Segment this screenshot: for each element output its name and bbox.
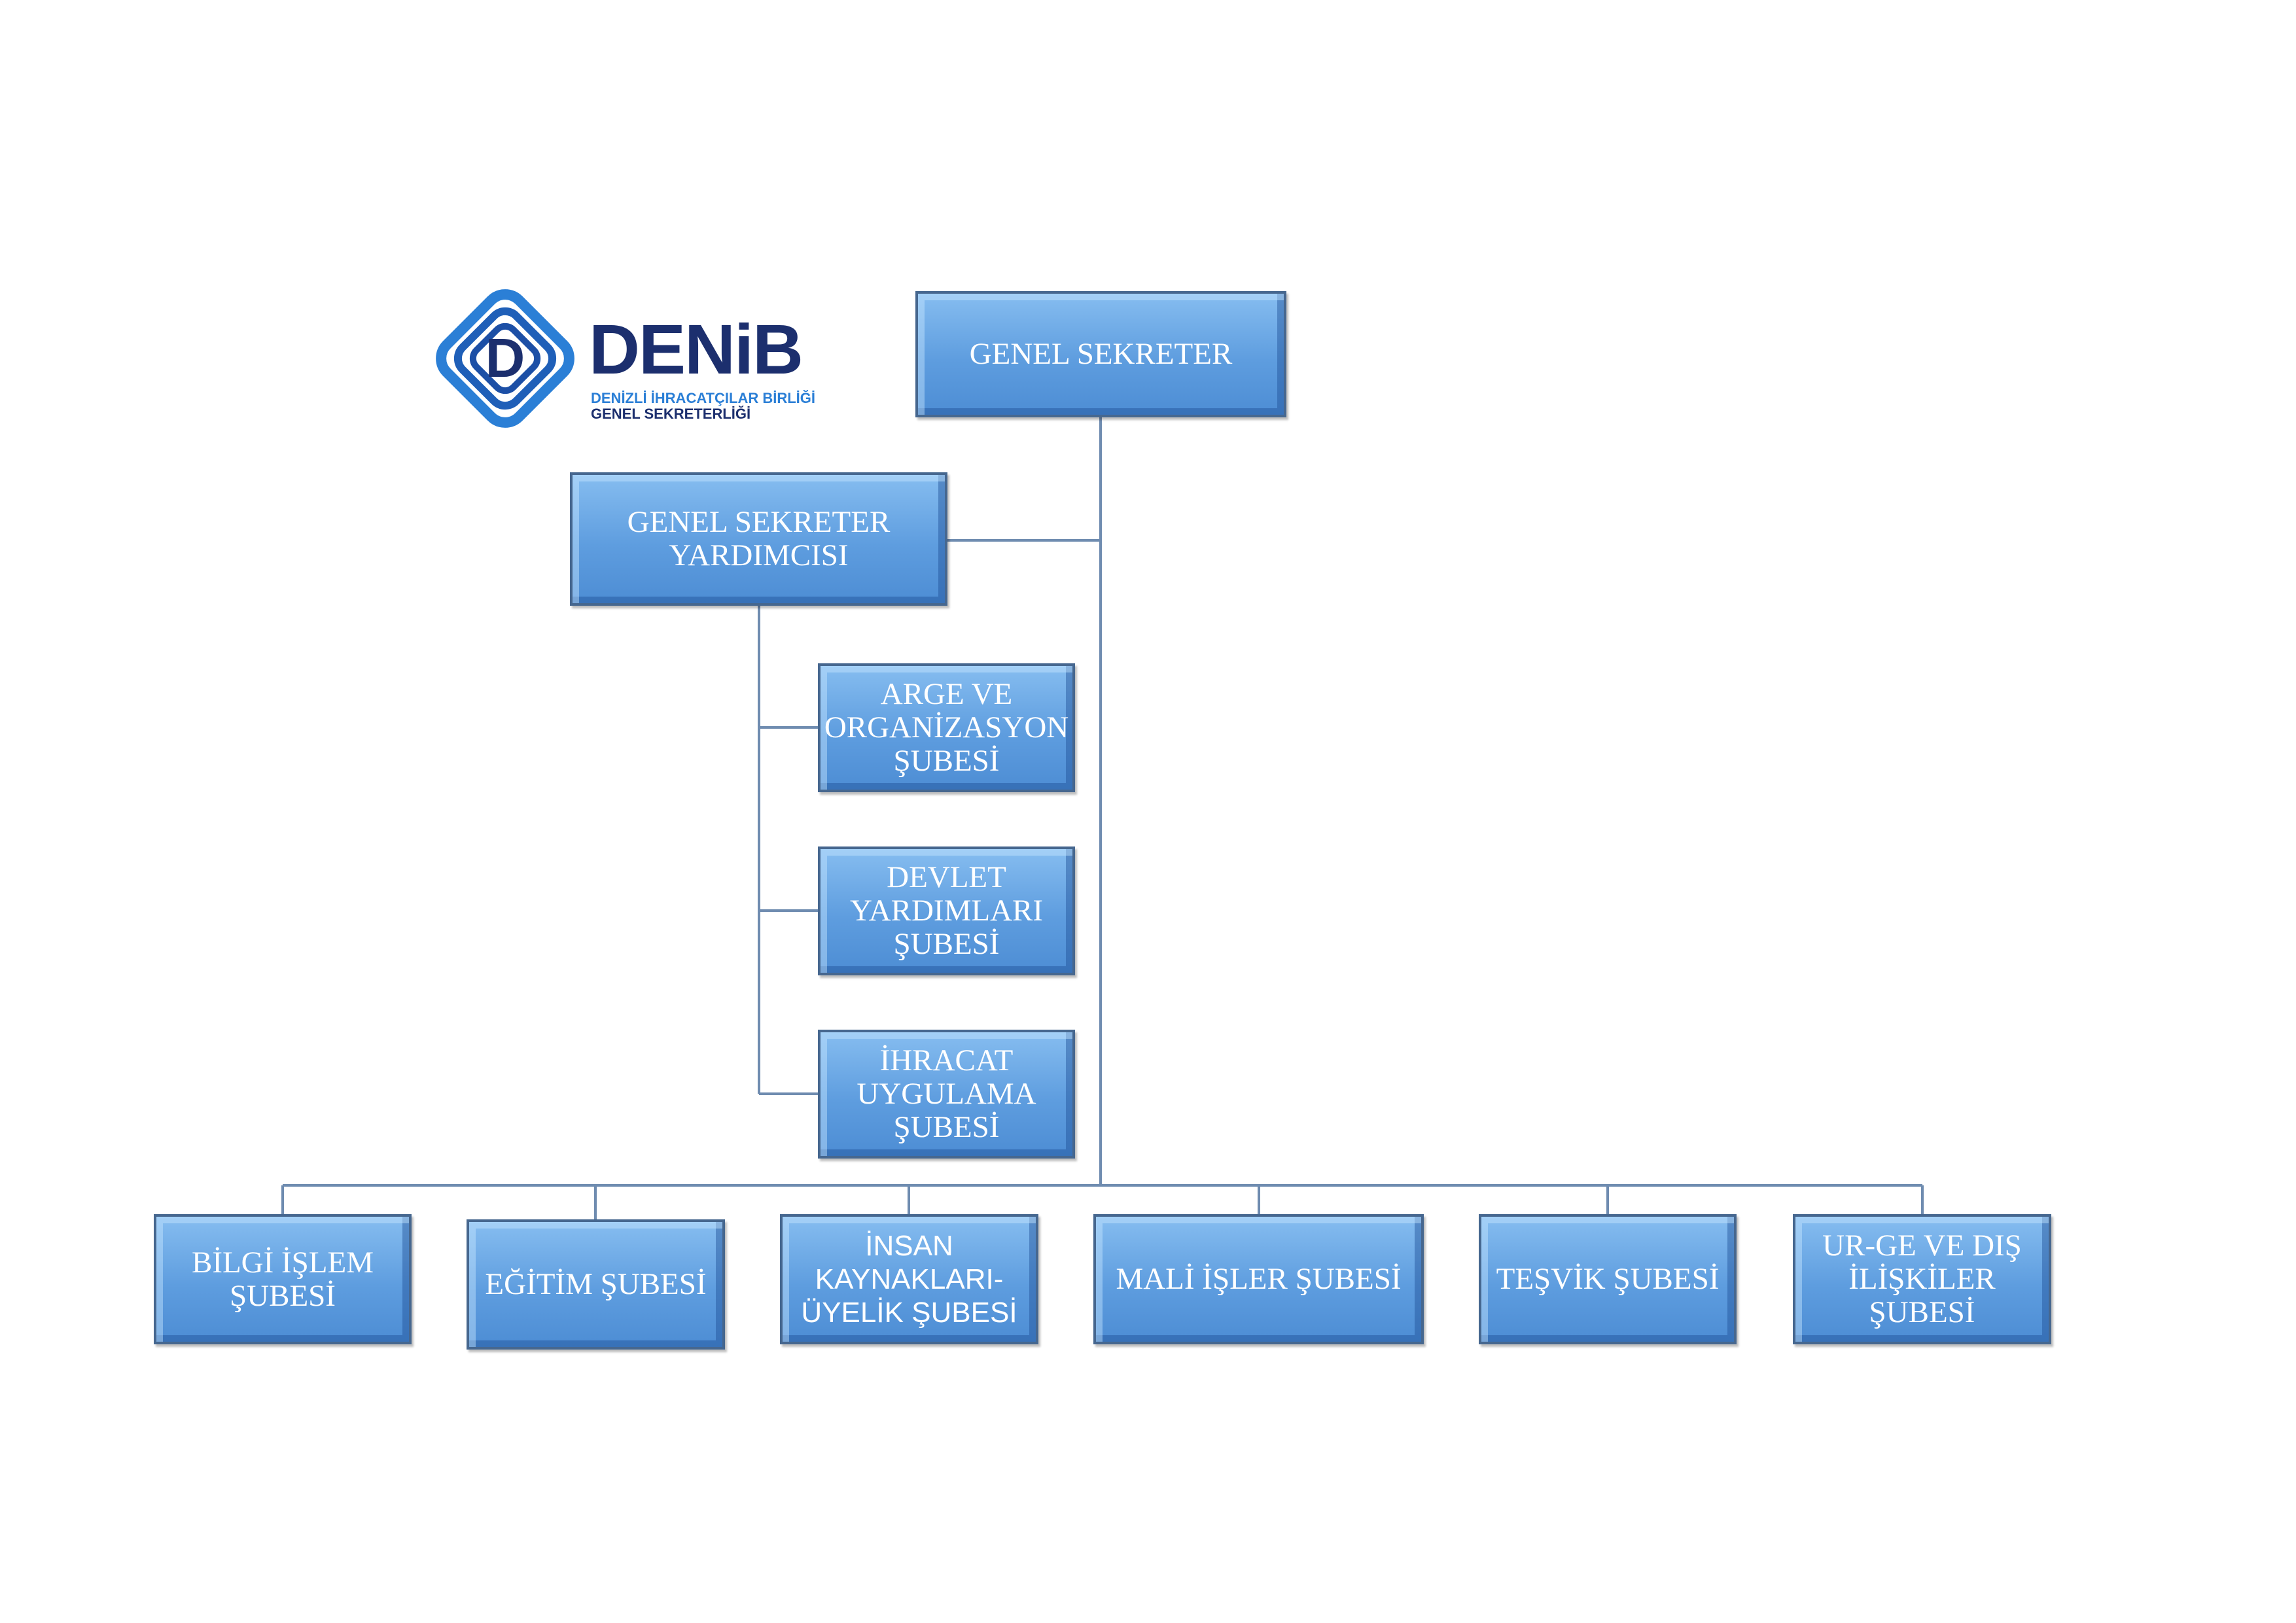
denib-logo-mark-icon: D (436, 289, 574, 428)
denib-logo: D DENiB DENİZLİ İHRACATÇILAR BİRLİĞİ GEN… (425, 288, 831, 432)
logo-wordmark: DENiB (589, 309, 804, 389)
org-box-unit-4: MALİ İŞLER ŞUBESİ (1093, 1214, 1424, 1344)
org-box-deputy-unit-1: ARGE VE ORGANİZASYON ŞUBESİ (818, 663, 1075, 792)
logo-subtitle-line1: DENİZLİ İHRACATÇILAR BİRLİĞİ (591, 390, 816, 406)
org-box-unit-3: İNSAN KAYNAKLARI- ÜYELİK ŞUBESİ (780, 1214, 1038, 1344)
logo-letter: D (486, 327, 525, 389)
org-box-unit-5: TEŞVİK ŞUBESİ (1479, 1214, 1737, 1344)
org-box-unit-2: EĞİTİM ŞUBESİ (467, 1219, 725, 1350)
org-box-deputy: GENEL SEKRETER YARDIMCISI (570, 472, 947, 606)
org-box-deputy-unit-3: İHRACAT UYGULAMA ŞUBESİ (818, 1030, 1075, 1159)
logo-subtitle-line2: GENEL SEKRETERLİĞİ (591, 406, 751, 422)
org-box-deputy-unit-2: DEVLET YARDIMLARI ŞUBESİ (818, 846, 1075, 975)
org-box-root: GENEL SEKRETER (915, 291, 1286, 417)
org-box-unit-6: UR-GE VE DIŞ İLİŞKİLER ŞUBESİ (1793, 1214, 2051, 1344)
org-box-unit-1: BİLGİ İŞLEM ŞUBESİ (154, 1214, 412, 1344)
